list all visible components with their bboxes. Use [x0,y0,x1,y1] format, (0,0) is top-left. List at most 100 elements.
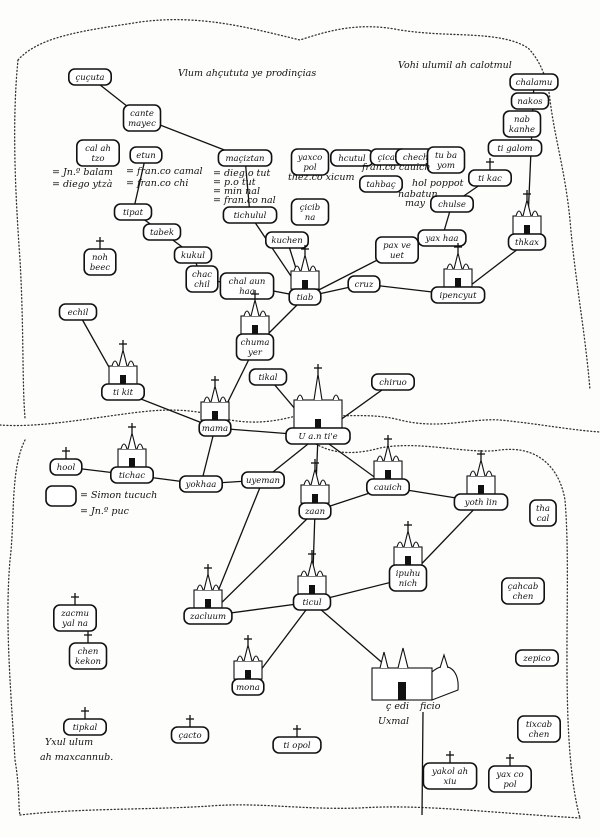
place-label: ti opol [283,741,311,751]
place-label-line: tiab [297,293,314,303]
place-label: uyeman [246,476,280,486]
place-cruz[interactable]: cruz [347,275,381,293]
place-label-line: kuchen [271,236,302,246]
annotation-maciztan-3: = min nal [213,186,260,197]
place-tichulul[interactable]: tichulul [222,206,278,224]
place-tiopol[interactable]: ti opol [272,725,322,754]
place-tabek[interactable]: tabek [142,223,182,241]
place-tiab[interactable]: tiab [288,245,322,306]
place-box [292,593,332,611]
place-tipkal[interactable]: tipkal [62,707,108,736]
place-label: echil [68,308,89,318]
place-chiruo[interactable]: chiruo [370,373,415,391]
place-etun[interactable]: etun [129,146,163,164]
place-label: chechi [403,153,432,163]
place-mona[interactable]: mona [231,635,265,696]
place-ticul[interactable]: ticul [292,550,332,611]
place-label-line: kanhe [509,125,535,135]
place-kuchen[interactable]: kuchen [264,231,309,249]
place-label-line: chuma [241,338,270,348]
place-zacluum[interactable]: zacluum [183,564,233,625]
place-box [129,146,163,164]
place-label: yokhaa [185,480,217,490]
place-yaxhaa[interactable]: yax haa [417,229,467,247]
place-label-line: chal aun [229,277,266,287]
annotation-calahtzo-2: = diego ytzà [52,179,113,190]
place-box [52,604,98,632]
place-nakos[interactable]: nakos [510,92,550,110]
place-tikal[interactable]: tikal [248,368,288,386]
place-label-line: yal na [61,619,88,629]
place-tikac[interactable]: ti kac [467,158,512,187]
place-cucuta[interactable]: çuçuta [68,68,113,86]
place-label: ti galom [497,144,532,154]
place-label: zaan [304,507,325,517]
place-maciztan[interactable]: maçiztan [217,149,273,167]
place-label-line: zacluum [189,612,226,622]
place-mani[interactable]: U a.n ti'e [285,364,351,445]
place-tipat[interactable]: tipat [113,203,153,221]
place-label-line: ti kac [478,174,502,184]
place-tichac[interactable]: tichac [110,423,155,484]
place-legend[interactable] [0,0,77,507]
place-label-line: yakol ah [431,767,468,777]
place-label: ipencyut [439,291,477,301]
place-label-line: zepico [522,654,551,664]
place-label-line: çicab [378,153,401,163]
place-zaan[interactable]: zaan [298,459,332,520]
place-label-line: tipkal [73,723,98,733]
place-cacto[interactable]: çacto [170,715,210,744]
road-mama-yokhaa [200,427,216,485]
place-hool[interactable]: hool [49,447,83,476]
annotation-tahbac-1: hol poppot [412,178,464,189]
place-hcutul[interactable]: hcutul [329,149,374,167]
place-tigalom[interactable]: ti galom [487,139,543,157]
place-tahbac[interactable]: tahbaç [358,175,403,193]
place-uyeman[interactable]: uyeman [241,471,286,489]
place-box [219,272,275,300]
place-label-line: tu ba [435,151,457,161]
place-yokhaa[interactable]: yokhaa [179,475,224,493]
place-label-line: tikal [258,373,277,383]
place-chalamu[interactable]: chalamu [509,73,559,91]
place-cauich[interactable]: cauich [365,435,410,496]
place-tikit[interactable]: ti kit [101,340,146,401]
place-label: kukul [181,251,205,261]
place-label: ti kac [478,174,502,184]
place-box [487,139,543,157]
place-label-line: ipencyut [439,291,477,301]
place-mama[interactable]: mama [198,376,232,437]
place-kukul[interactable]: kukul [173,246,213,264]
place-zepico[interactable]: zepico [514,649,559,667]
annotation-calahtzo-1: = Jn.º balam [52,167,113,178]
church-icon [193,564,223,609]
church-icon [108,340,138,385]
place-box [68,68,113,86]
place-chulse[interactable]: chulse [429,195,474,213]
place-echil[interactable]: echil [58,303,98,321]
map-title: Vlum ahçututa ye prodinçias [178,68,316,79]
place-thkax[interactable]: thkax [507,190,547,251]
place-yothlin[interactable]: yoth lin [453,450,509,511]
place-ipencyut[interactable]: ipencyut [430,243,486,304]
